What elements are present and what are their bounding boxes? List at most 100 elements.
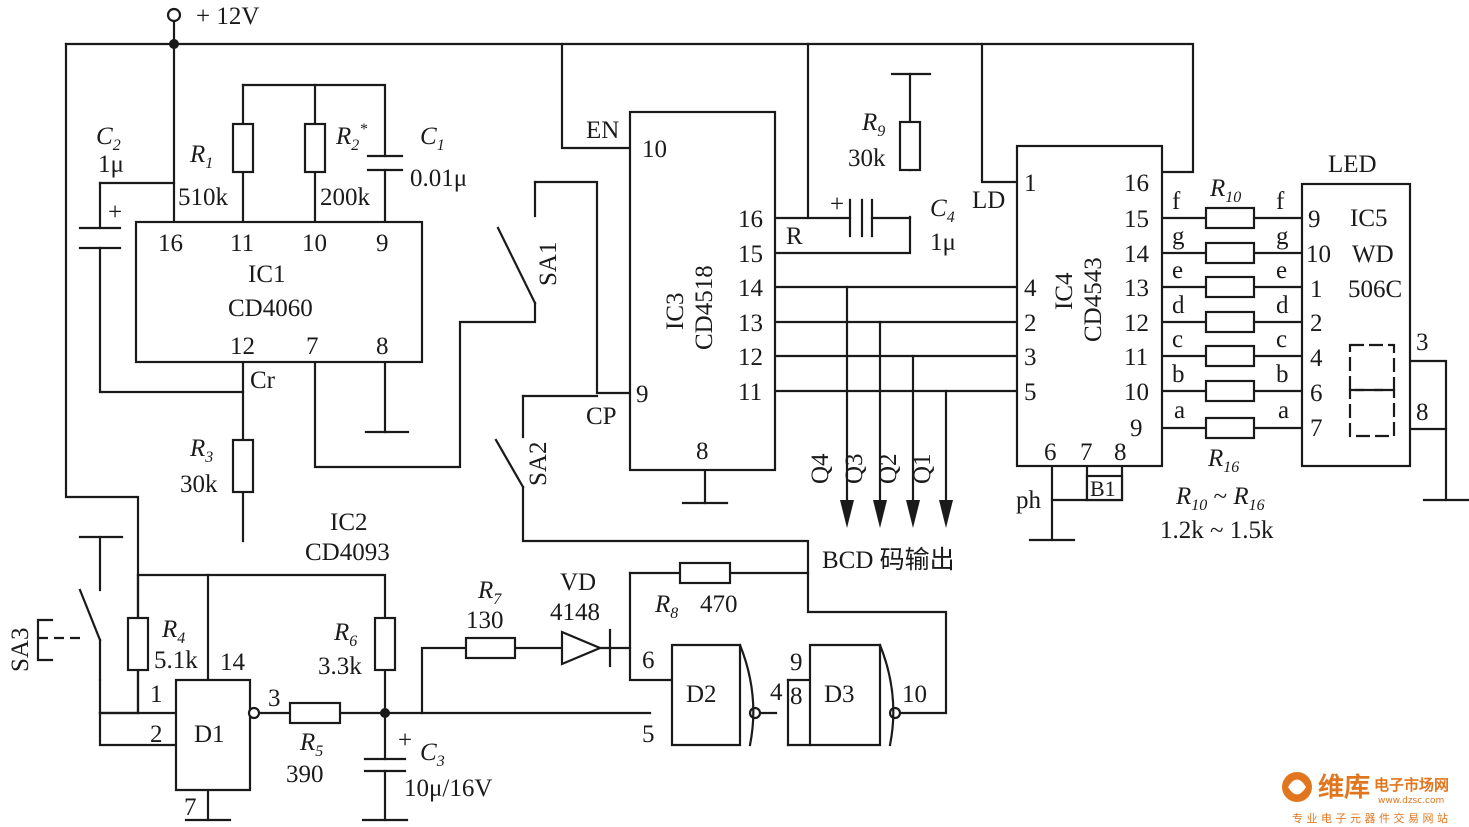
svg-text:Q3: Q3 (841, 453, 868, 484)
svg-text:R9: R9 (861, 109, 885, 140)
capacitor-c4 (848, 198, 874, 238)
svg-text:8: 8 (1416, 399, 1429, 426)
resistor-r4 (126, 616, 150, 672)
label-r8: R8 470 (654, 591, 738, 622)
svg-text:1: 1 (1310, 276, 1323, 303)
svg-text:12: 12 (738, 344, 763, 371)
label-r5: R5 390 (286, 729, 324, 788)
svg-text:14: 14 (1124, 241, 1150, 268)
svg-text:R3: R3 (189, 435, 213, 466)
segment-resistors (1204, 206, 1256, 440)
svg-text:R2*: R2* (335, 121, 367, 154)
svg-text:R6: R6 (333, 619, 357, 650)
svg-text:15: 15 (738, 241, 763, 268)
segment-labels-right: f g e d c b a (1276, 188, 1289, 424)
svg-text:R5: R5 (299, 729, 323, 760)
svg-text:1: 1 (1024, 170, 1037, 197)
svg-text:2: 2 (1310, 310, 1323, 337)
ic2-part: CD4093 (305, 539, 390, 566)
label-vd: VD 4148 (550, 569, 600, 626)
gate-d3-label: D3 (824, 681, 855, 708)
svg-text:8: 8 (790, 683, 803, 710)
capacitor-c3 (363, 757, 407, 773)
ic1-ref: IC1 (248, 261, 286, 288)
dzsc-watermark: 维库 电子市场网 www.dzsc.com 专 业 电 子 元 器 件 交 易 … (1282, 772, 1449, 825)
switch-sa1 (496, 226, 537, 305)
svg-text:5: 5 (642, 721, 655, 748)
label-r10: R10 (1209, 175, 1241, 206)
wires (64, 20, 1469, 822)
ic4-part: CD4543 (1080, 257, 1107, 342)
label-sa1: SA1 (535, 242, 562, 286)
svg-text:4148: 4148 (550, 599, 600, 626)
svg-text:6: 6 (1310, 380, 1323, 407)
svg-text:2: 2 (1024, 310, 1037, 337)
svg-text:R1: R1 (189, 141, 213, 172)
svg-text:9: 9 (1308, 206, 1321, 233)
ic5-title: LED (1328, 151, 1377, 178)
seven-segment-icon (1348, 343, 1396, 438)
svg-text:C3: C3 (420, 739, 445, 770)
label-r3: R3 30k (180, 435, 218, 498)
svg-text:11: 11 (1124, 344, 1148, 371)
ic4-b1-label: B1 (1090, 476, 1116, 501)
resistor-r2 (303, 122, 327, 174)
svg-text:e: e (1172, 257, 1183, 284)
svg-text:470: 470 (700, 591, 738, 618)
ic3-ref: IC3 (662, 293, 689, 331)
svg-text:130: 130 (466, 607, 504, 634)
svg-text:3.3k: 3.3k (318, 653, 362, 680)
svg-text:16: 16 (738, 206, 763, 233)
label-r-range: R10 ~ R16 1.2k ~ 1.5k (1160, 483, 1274, 544)
label-c2: C2 1μ + (96, 123, 124, 226)
ic3-pins: 10 16 15 14 13 12 11 9 8 (636, 136, 764, 465)
svg-text:8: 8 (376, 333, 389, 360)
svg-text:16: 16 (158, 230, 183, 257)
resistor-r3 (231, 438, 255, 494)
svg-text:10: 10 (1124, 379, 1149, 406)
label-sa3: SA3 (7, 628, 34, 672)
ic3-box (628, 110, 777, 472)
supply-terminal (166, 7, 182, 23)
resistor-r1 (231, 122, 255, 174)
svg-text:3: 3 (1416, 329, 1429, 356)
svg-text:10: 10 (902, 681, 927, 708)
svg-text:7: 7 (184, 794, 197, 821)
ic3-part: CD4518 (691, 265, 718, 350)
watermark-tag: 专 业 电 子 元 器 件 交 易 网 站 (1292, 811, 1448, 825)
svg-text:12: 12 (230, 333, 255, 360)
label-r4: R4 5.1k (154, 616, 198, 674)
ic3-r-label: R (786, 223, 803, 250)
label-r6: R6 3.3k (318, 619, 362, 680)
switch-sa2 (494, 438, 525, 489)
svg-text:2: 2 (150, 721, 163, 748)
resistor-r7 (464, 636, 517, 660)
svg-text:3: 3 (268, 685, 281, 712)
svg-text:a: a (1278, 397, 1289, 424)
ic4-ref: IC4 (1051, 272, 1078, 310)
bcd-output-caption: BCD 码输出 (822, 546, 955, 574)
gate-pins: 1 2 3 14 7 6 5 4 9 8 10 (150, 647, 927, 821)
resistor-r9 (898, 120, 922, 172)
svg-text:c: c (1172, 326, 1183, 353)
svg-text:3: 3 (1024, 344, 1037, 371)
svg-text:C4: C4 (930, 195, 955, 226)
svg-text:Q2: Q2 (875, 453, 902, 484)
svg-text:510k: 510k (178, 184, 229, 211)
ic5-line3: 506C (1348, 276, 1402, 303)
bcd-output-labels: Q4 Q3 Q2 Q1 (807, 453, 936, 484)
svg-text:14: 14 (220, 649, 246, 676)
label-r7: R7 130 (466, 577, 504, 634)
svg-text:11: 11 (738, 379, 762, 406)
ic1-pins: 16 11 10 9 12 7 8 (158, 230, 389, 360)
svg-text:g: g (1276, 223, 1289, 250)
svg-text:10: 10 (642, 136, 667, 163)
svg-text:9: 9 (636, 381, 649, 408)
svg-text:14: 14 (738, 275, 764, 302)
svg-text:6: 6 (642, 647, 655, 674)
ic1-cr-label: Cr (250, 367, 276, 394)
svg-text:R16: R16 (1207, 445, 1239, 476)
switch-sa3 (36, 588, 102, 662)
gate-d2-label: D2 (686, 681, 717, 708)
